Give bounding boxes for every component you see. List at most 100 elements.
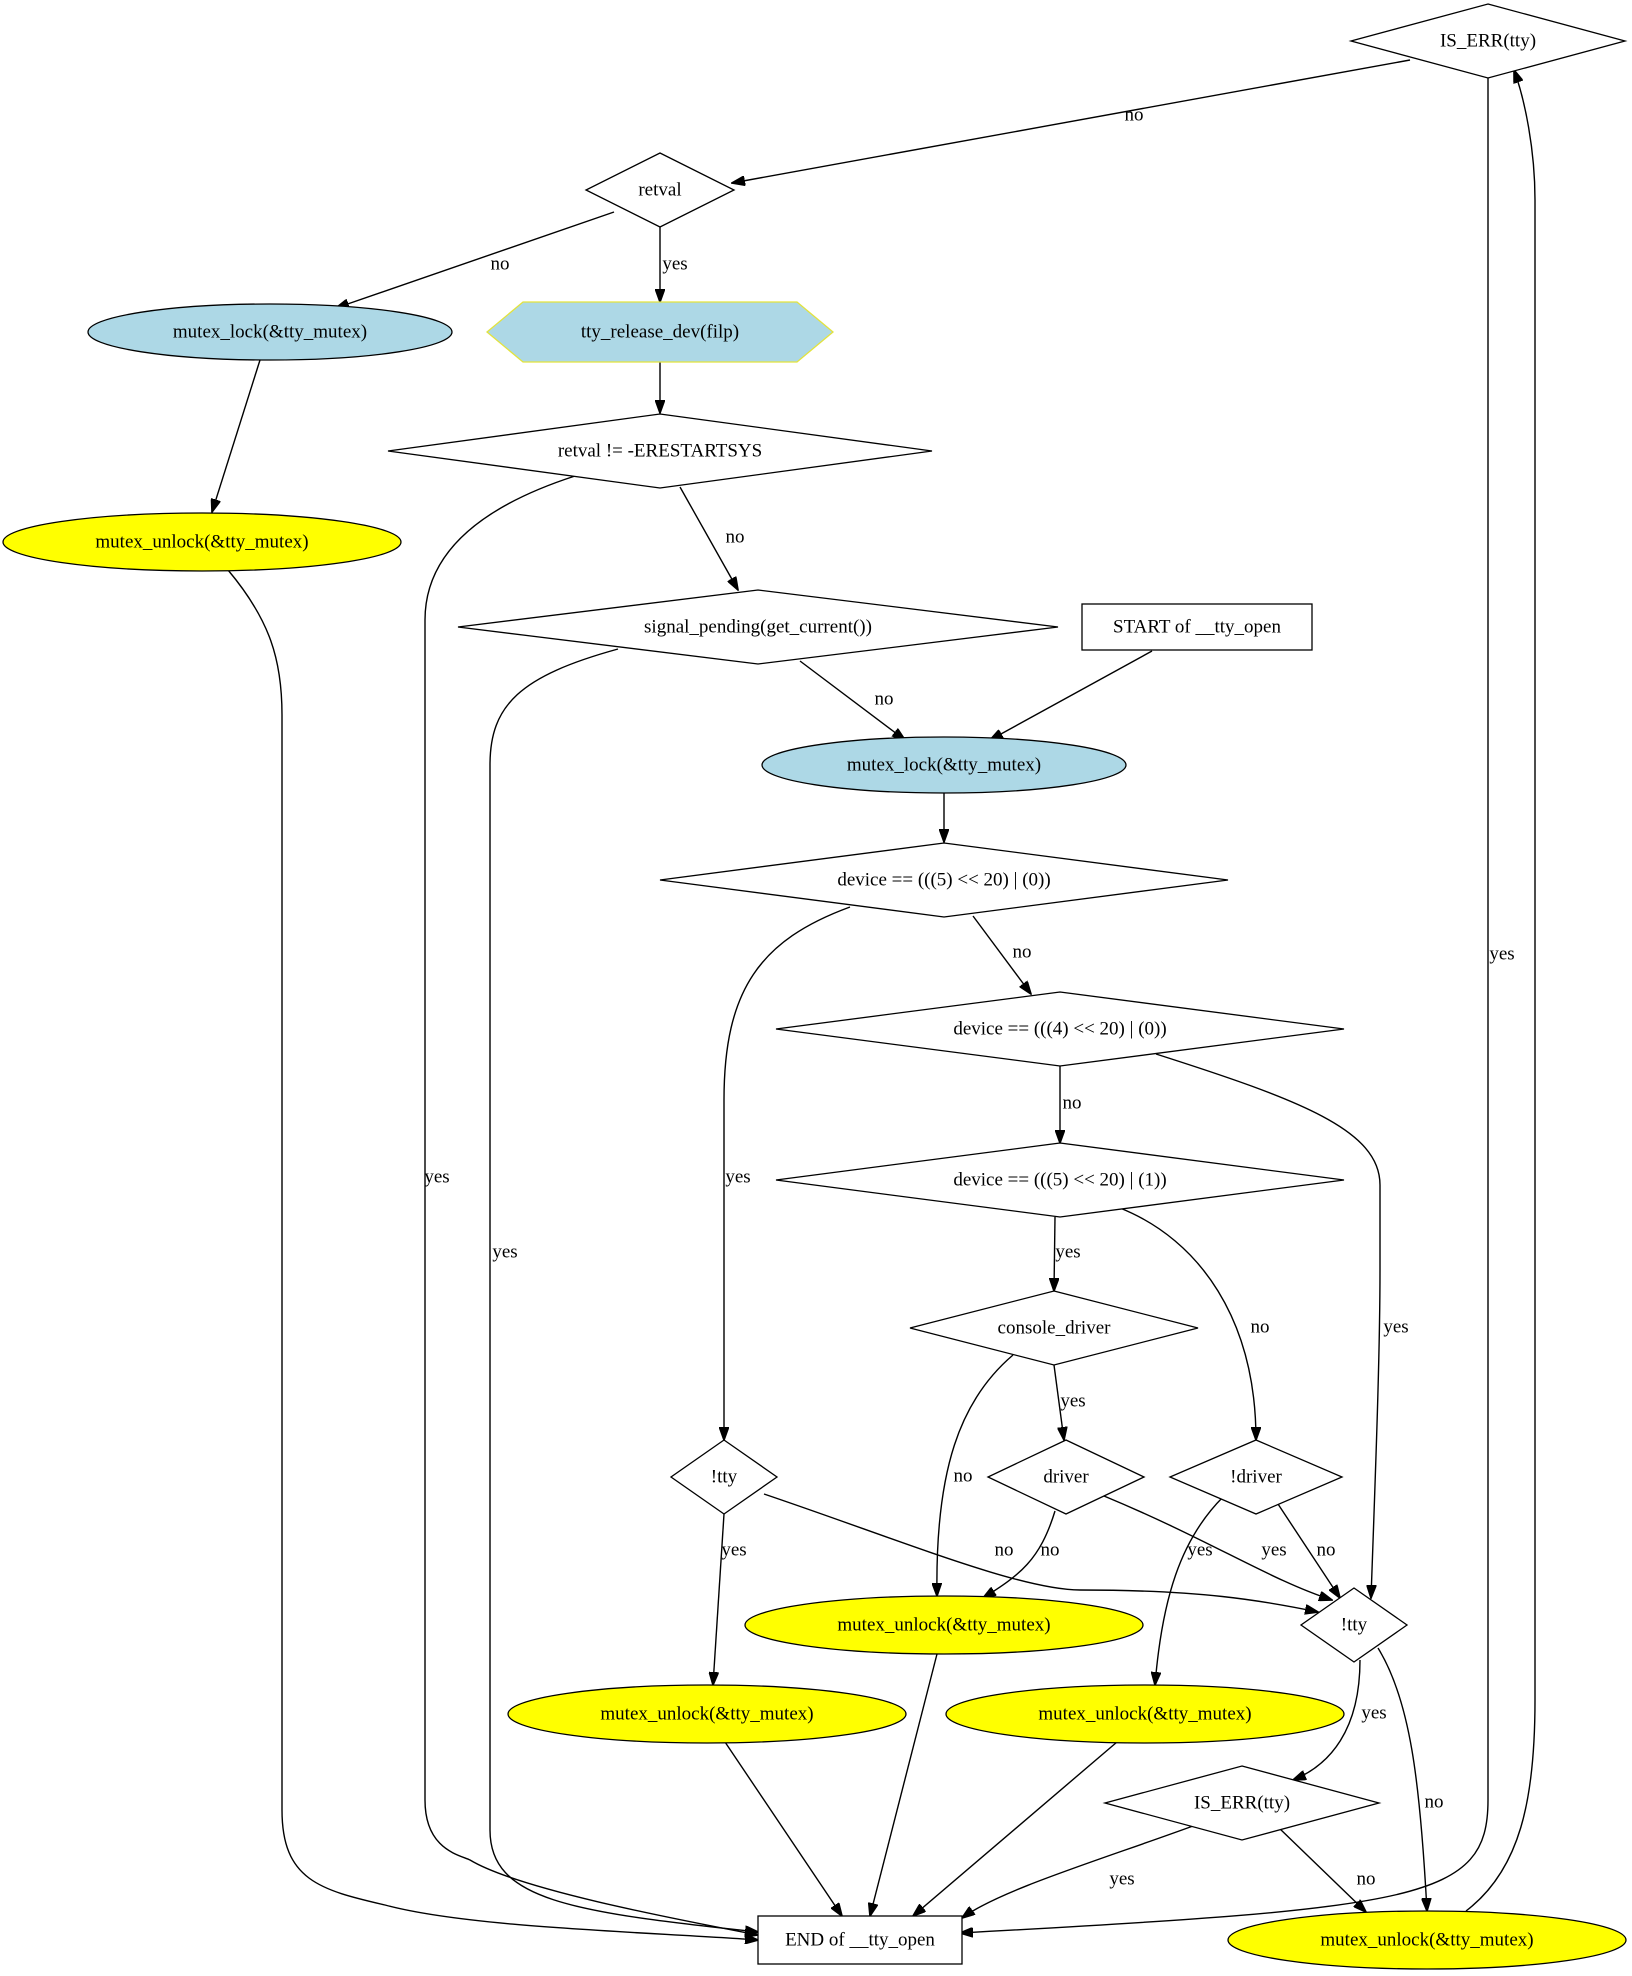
node-label: mutex_unlock(&tty_mutex) (1320, 1929, 1533, 1950)
edge-line (724, 1741, 842, 1916)
edge-line (962, 1825, 1194, 1918)
node-driver[interactable]: driver (986, 1439, 1146, 1515)
node-label: retval != -ERESTARTSYS (558, 440, 762, 461)
edge-line (1293, 1659, 1361, 1780)
edge-line (336, 211, 615, 308)
edge-line (913, 1741, 1118, 1916)
edge-console-to-driver: yes (1053, 1364, 1086, 1440)
decision-diamond (387, 413, 933, 489)
node-label: !tty (711, 1466, 738, 1487)
node-label: IS_ERR(tty) (1194, 1792, 1290, 1813)
edge-line (424, 475, 758, 1935)
node-label: !driver (1230, 1466, 1282, 1487)
edge-nottty_a-to-unlock_a: yes (713, 1513, 747, 1685)
node-label: !tty (1341, 1614, 1368, 1635)
edge-label: yes (1489, 943, 1514, 964)
edge-unlock_left-to-end (227, 569, 758, 1940)
node-label: driver (1043, 1466, 1089, 1487)
edge-line (1054, 1216, 1055, 1291)
edge-label: yes (721, 1539, 746, 1560)
decision-diamond (1299, 1587, 1409, 1663)
edge-line (990, 650, 1153, 740)
node-is-err-bot[interactable]: IS_ERR(tty) (1102, 1765, 1382, 1841)
edge-line (799, 660, 905, 740)
edge-console-to-unlock_mid: no (937, 1354, 1014, 1596)
node-console[interactable]: console_driver (909, 1290, 1199, 1366)
edge-label: no (1063, 1092, 1082, 1113)
node-unlock-br[interactable]: mutex_unlock(&tty_mutex) (1227, 1910, 1627, 1970)
node-label: mutex_unlock(&tty_mutex) (95, 531, 308, 552)
node-label: device == (((5) << 20) | (0)) (837, 869, 1050, 890)
decision-diamond (775, 1142, 1345, 1218)
edge-notdriver-to-nottty_b: no (1277, 1503, 1340, 1598)
edge-dev51-to-dev40: no (972, 915, 1032, 994)
unlock-ellipse (744, 1595, 1144, 1655)
edge-line (713, 1513, 725, 1685)
edge-restart-to-end: yes (424, 475, 758, 1935)
unlock-ellipse (1227, 1910, 1627, 1970)
edge-is_err_bot-to-unlock_br: no (1277, 1826, 1376, 1912)
node-notdriver[interactable]: !driver (1168, 1439, 1344, 1515)
node-signal[interactable]: signal_pending(get_current()) (457, 589, 1059, 665)
node-nottty-b[interactable]: !tty (1299, 1587, 1409, 1663)
edge-unlock_br-to-is_err_top (1465, 70, 1536, 1912)
decision-diamond (659, 842, 1229, 918)
edge-label: no (1357, 1868, 1376, 1889)
node-retval[interactable]: retval (584, 152, 736, 228)
edge-signal-to-end: yes (489, 648, 758, 1932)
decision-diamond (669, 1439, 779, 1515)
node-dev5-1[interactable]: device == (((5) << 20) | (1)) (775, 1142, 1345, 1218)
node-label: tty_release_dev(filp) (581, 321, 739, 342)
node-unlock-a[interactable]: mutex_unlock(&tty_mutex) (507, 1684, 907, 1744)
node-nottty-a[interactable]: !tty (669, 1439, 779, 1515)
node-label: mutex_unlock(&tty_mutex) (837, 1614, 1050, 1635)
edge-dev40-to-dev5_1: no (1060, 1066, 1082, 1143)
node-dev40[interactable]: device == (((4) << 20) | (0)) (775, 991, 1345, 1067)
edge-start-to-lock_main (990, 650, 1153, 740)
edge-dev5_1-to-console: yes (1054, 1216, 1081, 1291)
edge-line (1155, 1053, 1381, 1598)
edge-restart-to-signal: no (679, 486, 745, 590)
edge-label: yes (1383, 1316, 1408, 1337)
node-start[interactable]: START of __tty_open (1081, 603, 1313, 651)
node-dev51[interactable]: device == (((5) << 20) | (0)) (659, 842, 1229, 918)
node-is-err-top[interactable]: IS_ERR(tty) (1348, 3, 1628, 79)
nodes-layer: IS_ERR(tty)retvalmutex_lock(&tty_mutex)t… (2, 3, 1628, 1970)
node-lock-main[interactable]: mutex_lock(&tty_mutex) (761, 736, 1127, 794)
edge-label: no (1425, 1791, 1444, 1812)
node-end[interactable]: END of __tty_open (757, 1915, 963, 1965)
edge-line (227, 569, 758, 1940)
edge-line (937, 1354, 1014, 1596)
edge-dev40-to-nottty_b: yes (1155, 1053, 1409, 1598)
node-lock-left[interactable]: mutex_lock(&tty_mutex) (87, 303, 453, 361)
edge-signal-to-lock_main: no (799, 660, 905, 740)
node-label: END of __tty_open (785, 1929, 935, 1950)
edge-line (1277, 1826, 1366, 1912)
decision-diamond (909, 1290, 1199, 1366)
edge-label: no (1251, 1316, 1270, 1337)
edge-label: yes (1361, 1702, 1386, 1723)
node-label: mutex_unlock(&tty_mutex) (1038, 1703, 1251, 1724)
edge-retval-to-lock_left: no (336, 211, 615, 308)
edge-label: no (1125, 104, 1144, 125)
node-release[interactable]: tty_release_dev(filp) (485, 301, 835, 363)
unlock-ellipse (945, 1684, 1345, 1744)
node-unlock-mid[interactable]: mutex_unlock(&tty_mutex) (744, 1595, 1144, 1655)
edge-line (489, 648, 758, 1932)
edge-line (983, 1510, 1056, 1598)
edge-notdriver-to-unlock_b: yes (1155, 1496, 1224, 1685)
decision-diamond (986, 1439, 1146, 1515)
node-label: mutex_lock(&tty_mutex) (847, 754, 1041, 775)
edge-label: yes (424, 1166, 449, 1187)
edge-line (870, 1653, 938, 1916)
unlock-ellipse (507, 1684, 907, 1744)
decision-diamond (1168, 1439, 1344, 1515)
edge-label: no (1013, 941, 1032, 962)
node-restart[interactable]: retval != -ERESTARTSYS (387, 413, 933, 489)
node-unlock-b[interactable]: mutex_unlock(&tty_mutex) (945, 1684, 1345, 1744)
node-unlock-left[interactable]: mutex_unlock(&tty_mutex) (2, 512, 402, 572)
decision-diamond (584, 152, 736, 228)
edge-driver-to-unlock_mid: no (983, 1510, 1060, 1598)
edge-line (732, 59, 1411, 183)
